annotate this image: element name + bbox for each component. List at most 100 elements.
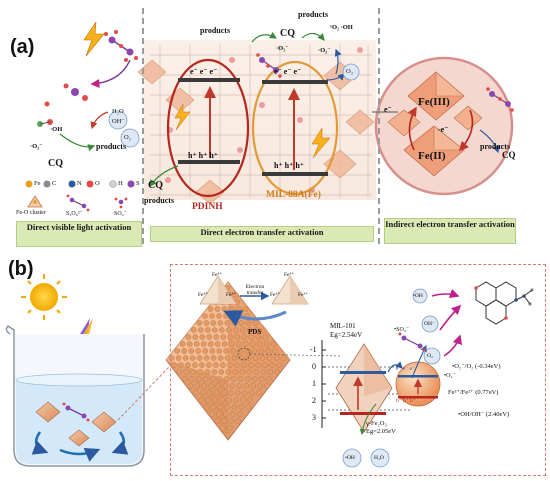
panel-divider [142,8,144,244]
fe2o3-vb [398,396,438,399]
surface-bead [209,313,215,319]
fe2o3-gap-label: Eg=2.05eV [366,428,396,435]
pds-cycle-arrow [223,310,287,327]
surface-bead [228,341,235,347]
electron-arrow [387,361,403,373]
axis-tick-label: 1 [312,379,316,388]
surface-bead [207,341,214,347]
surface-bead [210,320,217,326]
mil88-label: MIL-88A(Fe) [266,190,321,200]
caption-text: Direct electron transfer activation [200,227,324,237]
oh-circle [108,110,128,130]
panel-b-label: (b) [8,258,34,280]
surface-bead [255,362,261,368]
surface-bead [192,334,199,340]
surface-bead [234,362,240,368]
surface-bead [202,376,209,382]
axis-tick-label: 0 [312,362,316,371]
surface-bead [276,362,282,368]
oh-radical-label: •OH [345,455,355,461]
surface-bead [196,320,203,326]
mil88-cb [262,80,328,84]
surface-bead [262,334,269,340]
surface-bead [195,376,202,382]
surface-bead [216,313,222,319]
surface-bead [280,355,287,361]
surface-bead [253,369,260,375]
pollutant-molecule [474,281,534,325]
o2-reduction-arrow [334,48,342,75]
surface-bead [201,383,207,389]
cq-label: CQ [502,150,516,160]
lightning-icon [311,127,331,159]
surface-bead [235,341,242,347]
surface-bead [234,390,241,396]
surface-bead [220,390,227,396]
surface-bead [228,418,235,424]
mil88-ellipse [251,60,339,196]
persulfate-molecule [398,332,426,352]
surface-bead [183,369,190,375]
surface-bead [256,341,263,347]
surface-bead [188,376,195,382]
surface-bead [213,390,220,396]
band-octahedron [335,343,393,433]
legend-fe: Fe [34,180,41,187]
electrons-label: e⁻ e⁻ e⁻ [396,366,415,372]
axis-tick-label: 3 [312,413,316,422]
holes-label: h⁺ h⁺ h⁺ [396,398,416,404]
fe-label: Fe³⁺ [198,292,209,298]
surface-bead [202,348,208,354]
surface-bead [233,397,239,403]
surface-bead [215,411,222,417]
surface-bead [232,327,239,333]
surface-bead [272,348,279,354]
surface-bead [238,355,245,361]
holes-label: h⁺ h⁺ h⁺ [188,151,219,160]
molecule-cluster [37,83,88,127]
surface-bead [208,383,214,389]
reduction-arrow [458,109,474,152]
surface-bead [231,355,238,361]
mil101-cb [340,371,386,374]
pdinh-cb [178,78,240,82]
surface-bead [248,390,255,396]
products-label: products [298,10,329,19]
surface-bead [244,376,251,382]
legend-n: N [77,180,82,187]
surface-bead [230,348,236,354]
surface-bead [263,341,270,347]
surface-bead [229,411,236,417]
surface-bead [225,369,232,375]
surface-bead [205,397,211,403]
surface-bead [224,404,231,410]
legend-h: H [118,180,123,187]
oh-radical-circle [412,288,428,304]
cq-label: CQ [148,180,163,191]
fe-label: Fe³⁺ [226,292,237,298]
surface-bead [179,341,186,347]
surface-bead [196,355,203,361]
products-label: products [480,142,511,151]
surface-bead [192,362,198,368]
surface-bead [217,355,224,361]
surface-bead [248,334,255,340]
pdinh-label: PDINH [192,202,223,212]
surface-bead [203,404,210,410]
surface-bead [255,334,262,340]
surface-bead [211,369,218,375]
mil101-gap-label: Eg=2.54eV [330,331,363,339]
surface-bead [226,425,233,431]
surface-bead [255,390,262,396]
surface-bead [215,383,221,389]
surface-bead [197,369,204,375]
surface-bead [260,327,267,333]
surface-bead [212,397,218,403]
surface-bead [222,383,228,389]
h2o-label: H₂O [374,455,384,461]
surface-bead [246,327,253,333]
surface-bead [224,355,231,361]
oh-radical-label: ·OH [50,126,63,133]
surface-bead [236,383,242,389]
